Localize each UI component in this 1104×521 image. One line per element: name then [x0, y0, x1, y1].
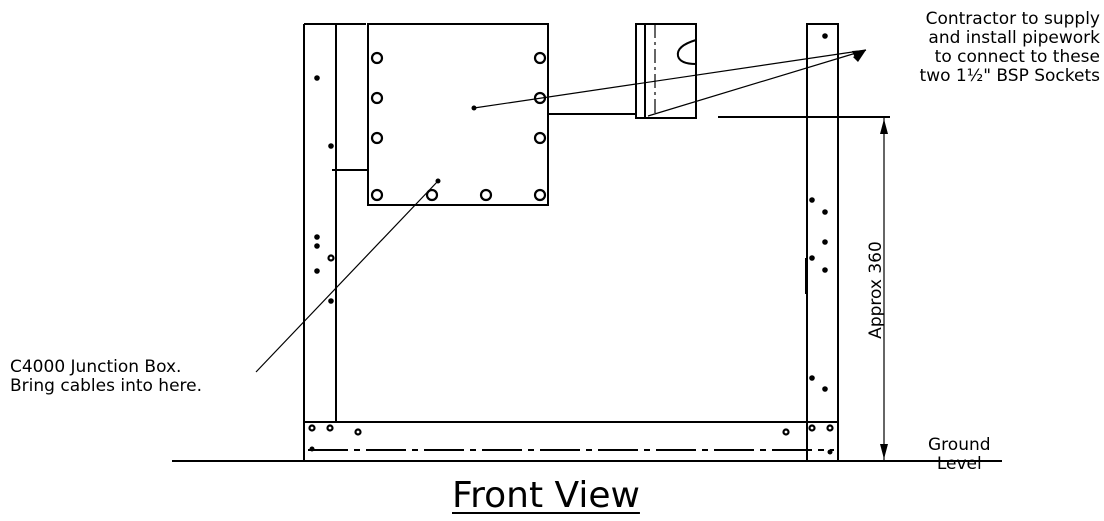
junction-box-bolt-holes	[370, 51, 547, 202]
pipework-note-line: and install pipework	[928, 28, 1100, 48]
dimension-label: Approx 360	[866, 241, 886, 339]
pipework-leaders	[471, 49, 867, 117]
junction-note-line: Bring cables into here.	[10, 376, 203, 396]
junction-leader	[255, 178, 441, 373]
junction-box	[367, 23, 636, 206]
junction-note: C4000 Junction Box. Bring cables into he…	[10, 358, 202, 396]
pipework-note-line: two 1½" BSP Sockets	[919, 66, 1100, 86]
junction-note-line: C4000 Junction Box.	[10, 357, 182, 377]
ground-level-note: Ground Level	[928, 436, 991, 474]
right-post	[805, 23, 839, 462]
frame-fixing-holes	[308, 33, 834, 455]
left-post	[303, 23, 368, 461]
ground-note-line: Ground	[928, 435, 991, 455]
page-title: Front View	[452, 475, 640, 516]
height-dimension	[718, 116, 890, 461]
ground-note-line: Level	[936, 454, 982, 474]
bsp-socket-housing	[635, 23, 697, 119]
pipework-note-line: to connect to these	[934, 47, 1100, 67]
pipework-note: Contractor to supply and install pipewor…	[920, 10, 1100, 86]
pipework-note-line: Contractor to supply	[925, 9, 1100, 29]
base-channel	[303, 421, 839, 462]
